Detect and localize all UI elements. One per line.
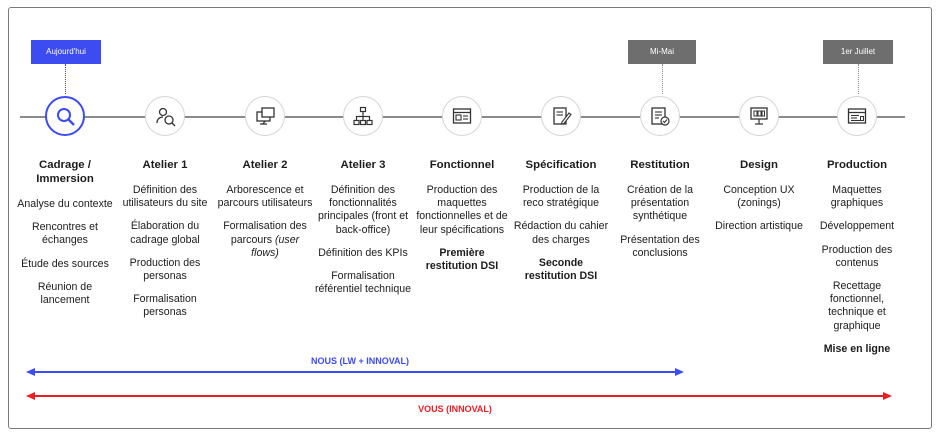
phase-node-7 [640,96,680,136]
phase-item: Définition des KPIs [318,246,408,259]
roadmap-frame [8,7,932,429]
phase-title: Spécification [525,159,597,171]
phase-item: Conception UX (zonings) [723,184,795,210]
phase-item: Arborescence et parcours utilisateurs [217,184,313,210]
phase-column-2: Atelier 1 Définition des utilisateurs du … [117,158,213,330]
phase-item: Développement [819,220,895,233]
phase-title: Atelier 3 [340,159,386,171]
phase-item: Production des maquettes fonctionnelles … [416,184,508,236]
phase-item: Réunion de lancement [37,280,93,307]
hierarchy-icon [353,106,373,126]
phase-item: Production des contenus [821,243,893,269]
phase-item: Rencontres et échanges [32,221,98,247]
checklist-icon [651,107,670,126]
phase-column-3: Atelier 2 Arborescence et parcours utilis… [217,158,313,270]
arrow-nous [26,368,684,376]
monitor-layers-icon [256,107,275,125]
arrow-label-nous: NOUS (LW + INNOVAL) [310,356,410,366]
phase-item: Présentation des conclusions [620,233,700,259]
phase-item: Formalisation des parcours (user flows) [223,220,307,259]
phase-column-4: Atelier 3 Définition des fonctionnalités … [315,158,411,306]
phase-item: Recettage fonctionnel, technique et grap… [828,280,886,332]
phase-item: Maquettes graphiques [830,184,884,210]
search-icon [57,108,75,126]
marker-mi-mai-connector [662,64,663,94]
design-board-icon [750,107,768,125]
arrow-label-vous: VOUS (INNOVAL) [418,404,492,414]
phase-item: Définition des utilisateurs du site [122,184,208,210]
wireframe-icon [452,108,472,124]
phase-item: Mise en ligne [823,342,891,355]
phase-item: Rédaction du cahier des charges [513,220,609,246]
phase-item: Création de la présentation synthétique [627,184,693,223]
browser-code-icon [847,108,867,124]
phase-item: Production de la reco stratégique [522,184,600,210]
phase-node-6 [541,96,581,136]
phase-title: Atelier 1 [142,159,188,171]
phase-item: Analyse du contexte [17,198,113,210]
phase-node-5 [442,96,482,136]
marker-1er-juillet: 1er Juillet [823,40,893,64]
phase-item: Direction artistique [715,220,803,233]
phase-item: Seconde restitution DSI [524,256,598,283]
marker-mi-mai: Mi-Mai [628,40,696,64]
phase-item: Première restitution DSI [425,246,499,273]
phase-title: Restitution [630,159,690,171]
marker-today-connector [65,64,66,94]
phase-title: Design [740,159,778,171]
phase-item: Élaboration du cadrage global [130,220,200,246]
phase-item: Étude des sources [21,257,109,270]
marker-1er-juillet-connector [858,64,859,94]
phase-item: Formalisation référentiel technique [315,270,411,296]
phase-title: Atelier 2 [242,159,288,171]
phase-item: Production des personas [129,256,201,283]
phase-node-1 [45,96,85,136]
document-edit-icon [553,107,572,125]
arrow-vous [26,392,892,400]
phase-node-2 [145,96,185,136]
marker-today: Aujourd'hui [31,40,101,64]
phase-node-4 [343,96,383,136]
phase-item: Formalisation personas [133,293,197,319]
phase-node-9 [837,96,877,136]
phase-title: Production [826,159,888,171]
phase-title: Fonctionnel [429,159,495,171]
phase-title: Cadrage / Immersion [36,159,94,185]
user-search-icon [156,107,176,127]
phase-node-3 [245,96,285,136]
phase-item: Définition des fonctionnalités principal… [317,184,409,236]
phase-node-8 [739,96,779,136]
